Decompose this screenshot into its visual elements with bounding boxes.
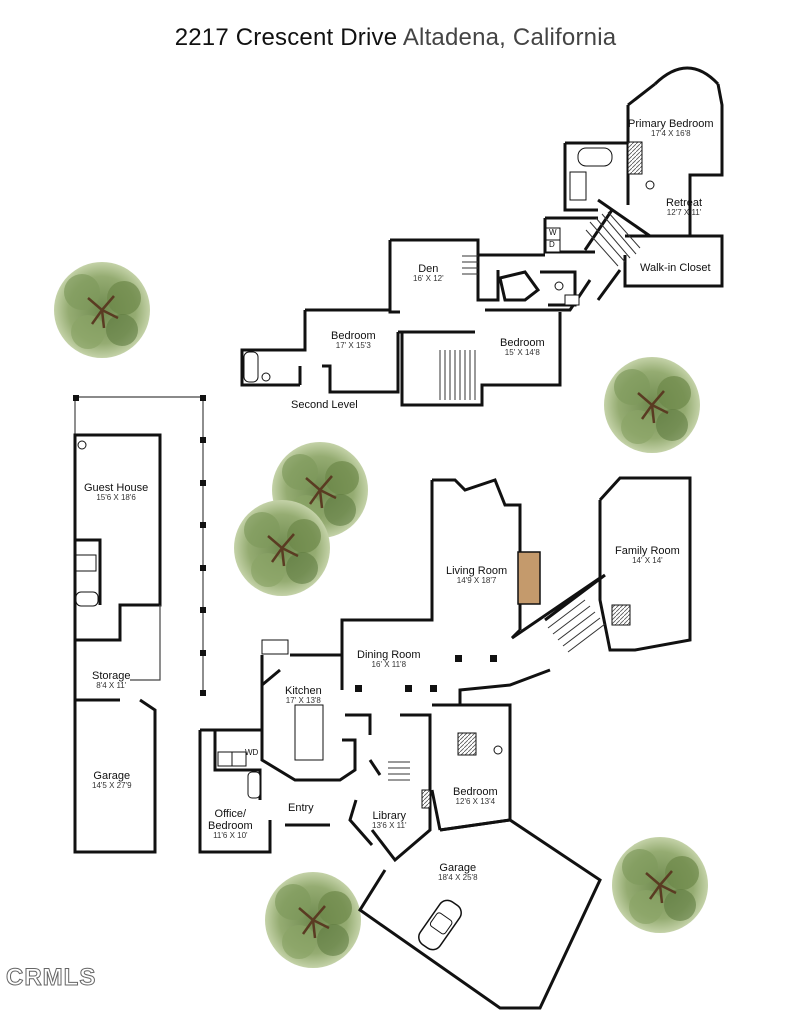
room-dining-room: Dining Room 16' X 11'8 bbox=[357, 649, 421, 670]
room-living-room: Living Room 14'9 X 18'7 bbox=[446, 565, 508, 586]
room-retreat: Retreat 12'7 X 11' bbox=[666, 197, 703, 218]
room-garage-right: Garage 18'4 X 25'8 bbox=[438, 862, 478, 883]
room-entry: Entry bbox=[288, 802, 314, 814]
washer-label: W bbox=[549, 228, 557, 237]
second-level-walls bbox=[240, 66, 724, 407]
city-text: Altadena, California bbox=[402, 24, 617, 51]
room-bedroom-1st: Bedroom 12'6 X 13'4 bbox=[453, 786, 498, 807]
second-level-label: Second Level bbox=[291, 399, 358, 411]
fireplace-icon bbox=[517, 551, 541, 605]
room-primary-bedroom: Primary Bedroom 17'4 X 16'8 bbox=[628, 118, 714, 139]
dryer-label: D bbox=[549, 240, 555, 249]
room-bedroom-2nd-left: Bedroom 17' X 15'3 bbox=[331, 330, 376, 351]
tree-icon bbox=[602, 355, 702, 455]
room-office-bedroom: Office/ Bedroom 11'6 X 10' bbox=[208, 808, 253, 841]
fixtures bbox=[243, 141, 655, 383]
address-text: 2217 Crescent Drive bbox=[174, 24, 398, 51]
stairs bbox=[388, 599, 606, 781]
tree-icon bbox=[263, 870, 363, 970]
room-family-room: Family Room 14' X 14' bbox=[615, 545, 680, 566]
tree-icon bbox=[232, 498, 332, 598]
room-library: Library 13'6 X 11' bbox=[372, 810, 407, 831]
room-walkin-closet: Walk-in Closet bbox=[640, 262, 711, 274]
stairs bbox=[439, 211, 641, 400]
room-kitchen: Kitchen 17' X 13'8 bbox=[285, 685, 322, 706]
tree-icon bbox=[52, 260, 152, 360]
room-guest-house: Guest House 15'6 X 18'6 bbox=[84, 482, 149, 503]
car-icon bbox=[418, 899, 462, 951]
pillars bbox=[73, 395, 497, 696]
room-den: Den 16' X 12' bbox=[413, 263, 444, 284]
watermark-logo: CRMLS bbox=[5, 964, 97, 992]
room-bedroom-2nd-right: Bedroom 15' X 14'8 bbox=[500, 337, 545, 358]
first-level-walls bbox=[73, 396, 692, 1010]
room-storage: Storage 8'4 X 11' bbox=[92, 670, 131, 691]
room-garage-left: Garage 14'5 X 27'9 bbox=[92, 770, 132, 791]
fixtures bbox=[75, 440, 631, 809]
tree-icon bbox=[610, 835, 710, 935]
washer-dryer-label: WD bbox=[245, 748, 259, 757]
plan-title: 2217 Crescent Drive Altadena, California bbox=[0, 24, 791, 52]
